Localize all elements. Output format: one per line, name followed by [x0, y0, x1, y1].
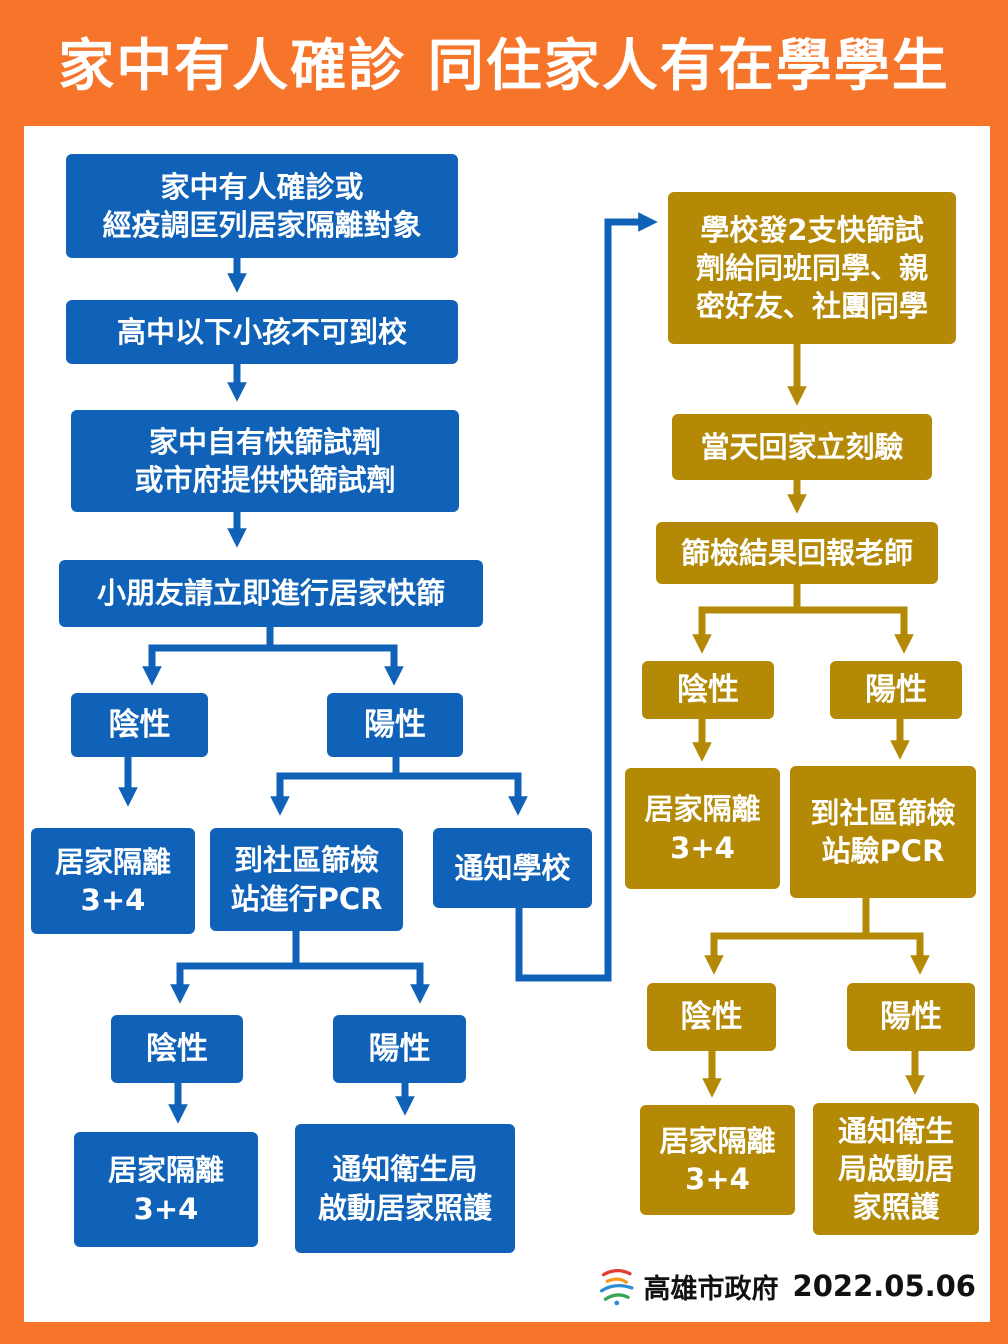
right-pcr-positive-box: 陽性 [847, 983, 975, 1051]
right-pcr-negative-box: 陰性 [647, 983, 776, 1051]
right-pcr-negative-result-box: 居家隔離 3+4 [640, 1105, 795, 1215]
left-step2-box: 高中以下小孩不可到校 [66, 300, 458, 364]
right-step1-box: 學校發2支快篩試 劑給同班同學、親 密好友、社團同學 [668, 192, 956, 344]
right-pcr-box: 到社區篩檢 站驗PCR [790, 766, 976, 898]
left-positive-box: 陽性 [327, 693, 463, 757]
left-pcr-positive-box: 陽性 [333, 1015, 466, 1083]
left-notify-school-box: 通知學校 [433, 828, 592, 908]
footer-organization: 高雄市政府 [643, 1273, 779, 1305]
right-step3-box: 篩檢結果回報老師 [656, 522, 938, 584]
left-pcr-negative-box: 陰性 [111, 1015, 243, 1083]
footer-date: 2022.05.06 [792, 1269, 976, 1303]
right-pcr-positive-result-box: 通知衛生 局啟動居 家照護 [813, 1103, 979, 1235]
left-pcr-positive-result-box: 通知衛生局 啟動居家照護 [295, 1124, 515, 1253]
kaohsiung-city-logo-icon [600, 1269, 634, 1306]
left-pcr-negative-result-box: 居家隔離 3+4 [74, 1132, 258, 1247]
left-step4-box: 小朋友請立即進行居家快篩 [59, 560, 483, 627]
right-step2-box: 當天回家立刻驗 [672, 414, 932, 480]
right-negative-result-box: 居家隔離 3+4 [625, 768, 780, 889]
footer: 高雄市政府 2022.05.06 [596, 1262, 976, 1310]
left-step3-box: 家中自有快篩試劑 或市府提供快篩試劑 [71, 410, 459, 512]
left-step1-box: 家中有人確診或 經疫調匡列居家隔離對象 [66, 154, 458, 258]
right-positive-box: 陽性 [830, 661, 962, 719]
poster-title: 家中有人確診 同住家人有在學學生 [58, 34, 950, 99]
right-negative-box: 陰性 [642, 661, 774, 719]
left-negative-result-box: 居家隔離 3+4 [31, 828, 195, 934]
left-pcr-box: 到社區篩檢 站進行PCR [210, 828, 403, 931]
left-negative-box: 陰性 [71, 693, 208, 757]
